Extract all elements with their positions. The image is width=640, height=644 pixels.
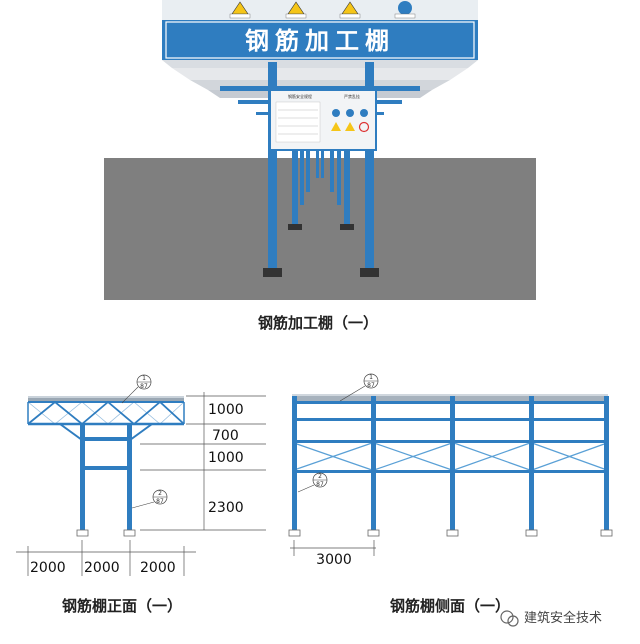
side-view-caption: 钢筋棚侧面（一）	[390, 597, 510, 615]
banner-inner	[165, 21, 475, 59]
column-base	[263, 268, 282, 277]
side-column	[371, 396, 376, 530]
ground-horizon	[104, 150, 536, 158]
column	[300, 105, 304, 205]
svg-text:87: 87	[316, 481, 324, 488]
front-tie-beam	[80, 466, 132, 470]
prohibition-icon	[358, 121, 370, 133]
width-dim-middle: 2000	[84, 560, 120, 576]
roof-layer	[172, 68, 468, 80]
side-elevation: 1 87 2 87 3000 钢筋棚侧面（一）	[288, 373, 613, 615]
column-base	[340, 224, 354, 230]
mandatory-icon	[360, 109, 368, 117]
roof-beam	[220, 86, 420, 91]
wechat-icon	[507, 615, 519, 627]
banner-title: 钢筋加工棚	[245, 27, 395, 55]
knee-brace	[59, 423, 83, 441]
front-tie-beam	[80, 437, 132, 441]
wechat-icon	[500, 610, 514, 624]
column	[330, 112, 334, 192]
svg-text:87: 87	[367, 382, 375, 389]
knee-brace	[129, 423, 153, 441]
svg-text:87: 87	[140, 383, 148, 390]
side-column	[450, 396, 455, 530]
warning-icon	[331, 122, 341, 131]
column-footing	[288, 529, 301, 537]
column-footing	[76, 529, 89, 537]
notice-board-title: 钢筋安全规程	[288, 93, 312, 99]
roof-top	[162, 0, 478, 20]
banner-board	[162, 20, 478, 60]
mandatory-icon	[332, 109, 340, 117]
width-dim-left: 2000	[30, 560, 66, 576]
front-elevation: 1 87 2 87 1000 700 1000 2300	[16, 374, 266, 615]
svg-text:2: 2	[318, 473, 322, 480]
notice-board-title-right: 严禁乱挂	[344, 93, 360, 99]
column-footing	[525, 529, 538, 537]
height-dim-truss: 700	[212, 428, 239, 444]
column	[306, 112, 310, 192]
column	[365, 62, 374, 272]
roof-deck	[28, 398, 184, 402]
width-dim-right: 2000	[140, 560, 176, 576]
column	[292, 98, 298, 226]
svg-text:1: 1	[142, 375, 146, 382]
height-dim-lower: 2300	[208, 500, 244, 516]
callout-marker: 1 87	[339, 373, 379, 402]
sign-plate	[394, 13, 416, 19]
svg-text:2: 2	[158, 490, 162, 497]
svg-text:1: 1	[369, 374, 373, 381]
company-logo-icon	[398, 1, 412, 15]
column-base	[288, 224, 302, 230]
sign-plate	[285, 13, 307, 19]
warning-signs	[229, 1, 416, 19]
callout-marker: 1 87	[121, 374, 152, 404]
front-column-left	[80, 424, 85, 530]
notice-board: 钢筋安全规程 严禁乱挂	[269, 89, 377, 151]
side-footings	[288, 529, 613, 537]
side-roof-top	[292, 394, 608, 396]
column-footing	[446, 529, 459, 537]
callout-marker: 2 87	[297, 472, 328, 493]
column-footing	[600, 529, 613, 537]
height-dim-upper: 1000	[208, 450, 244, 466]
warning-icon	[345, 122, 355, 131]
sign-plate	[229, 13, 251, 19]
bay-dimension	[290, 540, 376, 556]
truss-web	[27, 401, 185, 425]
side-columns	[292, 396, 609, 530]
roof-deck-top	[28, 396, 184, 398]
column	[337, 105, 341, 205]
perspective-caption: 钢筋加工棚（一）	[258, 314, 378, 332]
column-bases	[263, 224, 379, 277]
column	[344, 98, 350, 226]
mandatory-icon	[346, 109, 354, 117]
watermark: 建筑安全技术	[500, 610, 602, 627]
width-dimensions	[16, 540, 196, 576]
bay-width-dim: 3000	[316, 552, 352, 568]
truss-web	[27, 400, 185, 426]
watermark-text: 建筑安全技术	[524, 610, 602, 626]
svg-text:87: 87	[156, 498, 164, 505]
perspective-view: 钢筋加工棚	[104, 0, 536, 332]
side-column	[292, 396, 297, 530]
sign-plate	[339, 13, 361, 19]
height-dimensions	[140, 392, 266, 531]
front-view-caption: 钢筋棚正面（一）	[62, 597, 182, 615]
ground-plane	[104, 158, 536, 300]
callout-marker: 2 87	[131, 489, 168, 509]
side-column	[604, 396, 609, 530]
column-base	[360, 268, 379, 277]
column	[268, 62, 277, 272]
column-footing	[367, 529, 380, 537]
roof-layer	[162, 60, 478, 68]
cross-bracing	[293, 442, 608, 471]
column-footing	[123, 529, 136, 537]
height-dim-roof: 1000	[208, 402, 244, 418]
side-column	[529, 396, 534, 530]
front-column-right	[127, 424, 132, 530]
